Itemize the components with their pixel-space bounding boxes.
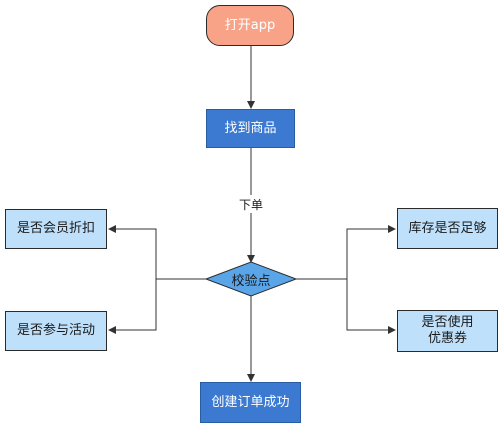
- member-discount-node: 是否会员折扣: [5, 209, 107, 249]
- edge-check-to-activity: [108, 279, 157, 334]
- order-success-label: 创建订单成功: [211, 394, 290, 410]
- join-activity-label: 是否参与活动: [16, 323, 95, 338]
- open-app-node: 打开app: [206, 5, 294, 46]
- open-app-label: 打开app: [224, 17, 276, 33]
- stock-enough-node: 库存是否足够: [397, 208, 498, 249]
- use-coupon-node: 是否使用 优惠券: [397, 310, 498, 352]
- edge-check-to-coupon: [346, 279, 396, 334]
- use-coupon-label: 是否使用 优惠券: [421, 315, 474, 346]
- stock-enough-label: 库存是否足够: [408, 220, 487, 236]
- order-success-node: 创建订单成功: [200, 382, 301, 423]
- edge-check-to-discount: [108, 225, 207, 280]
- join-activity-node: 是否参与活动: [5, 311, 107, 351]
- check-point-label: 校验点: [231, 273, 271, 289]
- find-product-label: 找到商品: [224, 120, 277, 136]
- find-product-node: 找到商品: [206, 109, 295, 148]
- edge-check-to-stock: [295, 225, 396, 280]
- place-order-edge-label: 下单: [236, 195, 266, 213]
- check-point-diamond: [204, 261, 298, 297]
- member-discount-label: 是否会员折扣: [16, 221, 95, 236]
